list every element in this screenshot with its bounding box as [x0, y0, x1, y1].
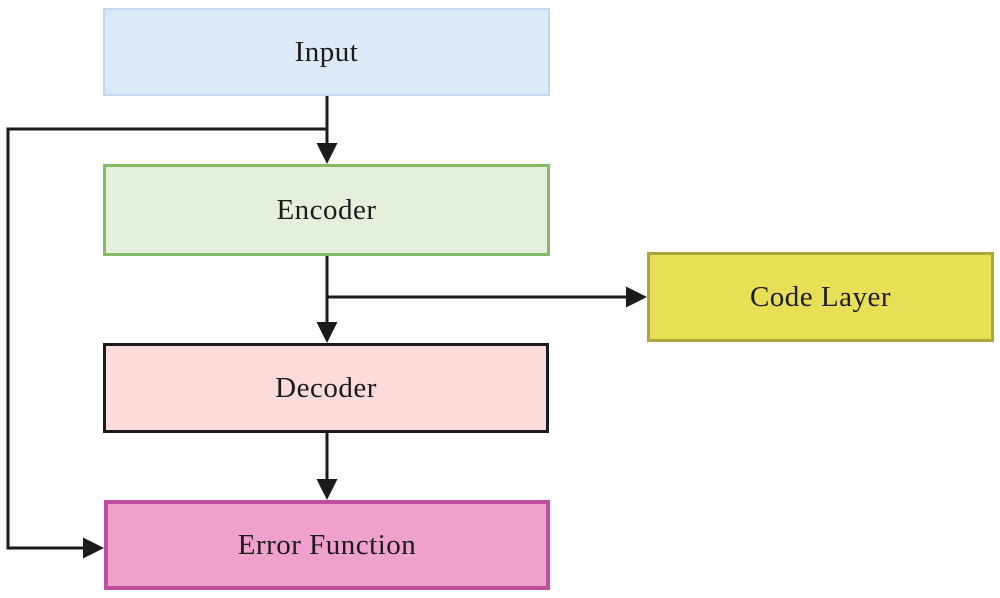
- node-input: Input: [103, 8, 550, 96]
- node-code-layer-label: Code Layer: [749, 280, 892, 313]
- node-encoder-label: Encoder: [276, 193, 377, 226]
- node-input-label: Input: [294, 35, 359, 68]
- node-decoder: Decoder: [103, 343, 549, 433]
- node-encoder: Encoder: [103, 164, 550, 256]
- node-error-function: Error Function: [104, 500, 550, 590]
- node-code-layer: Code Layer: [647, 252, 994, 342]
- node-error-function-label: Error Function: [237, 528, 417, 561]
- node-decoder-label: Decoder: [275, 371, 377, 404]
